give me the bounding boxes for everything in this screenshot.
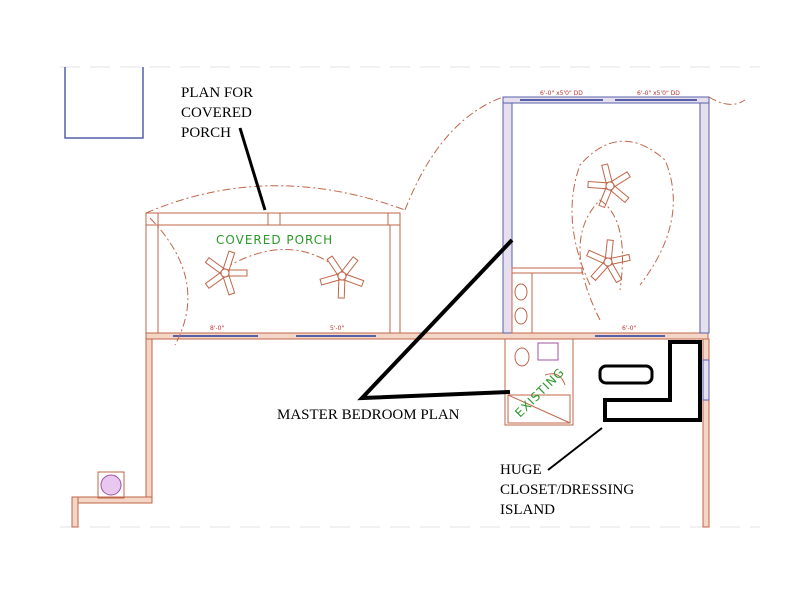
master-bedroom <box>404 96 746 334</box>
ceiling-fan-icon <box>319 255 365 299</box>
background-grid <box>60 66 760 528</box>
annotation-closet: CLOSET/DRESSING <box>500 482 634 498</box>
annotation-porch-plan: PORCH <box>181 125 231 141</box>
dimension-label: 8'-0" <box>210 325 224 332</box>
annotation-porch-plan: COVERED <box>181 105 252 121</box>
ceiling-fans <box>204 163 631 299</box>
ceiling-fan-icon <box>586 239 631 284</box>
annotation-closet: HUGE <box>500 462 542 478</box>
dimension-label: 6'-0" <box>622 325 636 332</box>
grill-icon <box>97 471 125 499</box>
ceiling-fan-icon <box>204 250 248 296</box>
covered-porch-label: COVERED PORCH <box>216 233 333 247</box>
existing-bathroom <box>504 338 574 426</box>
dimension-label: 6'-0" x5'0" DD <box>540 90 583 97</box>
annotation-porch-plan: PLAN FOR <box>181 85 253 101</box>
closet-markup <box>598 340 710 422</box>
existing-house-wall <box>71 332 710 528</box>
annotation-closet: ISLAND <box>500 502 555 518</box>
dimension-label: 5'-0" <box>330 325 344 332</box>
annotation-leaders <box>238 127 603 471</box>
existing-label: EXISTING <box>512 365 567 420</box>
annotation-master-bedroom: MASTER BEDROOM PLAN <box>277 407 460 423</box>
covered-porch <box>145 185 406 346</box>
ceiling-fan-icon <box>587 163 631 209</box>
existing-structure-outline <box>64 67 144 139</box>
dimension-label: 6'-0" x5'0" DD <box>637 90 680 97</box>
